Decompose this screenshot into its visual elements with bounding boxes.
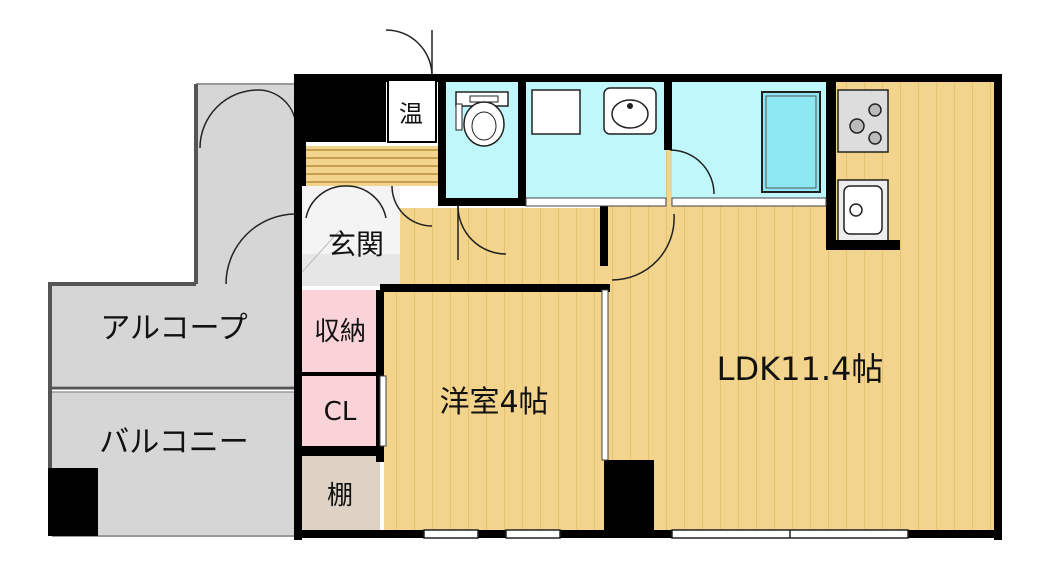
stove-icon [837,89,889,153]
windows [423,529,909,539]
alcove-label: アルコープ [100,311,247,346]
entrance-label: 玄関 [328,228,384,261]
water-heater-label: 温 [399,100,423,128]
ldk-label: LDK11.4帖 [717,350,884,388]
hall-floor [400,208,610,288]
storage-label: 収納 [314,317,366,347]
shelf-label: 棚 [327,481,353,511]
western-room-label: 洋室4帖 [439,385,548,420]
balcony-label: バルコニー [99,425,248,460]
entrance-step [300,254,400,286]
alcove-area [52,284,296,386]
closet-label: CL [324,397,357,427]
closet-area [300,376,380,446]
alcove-door-swing [199,89,259,149]
kitchen-sink-icon [837,179,889,243]
water-heater-box [387,79,437,143]
balcony-pillar [48,468,98,536]
bathtub-icon [761,91,821,193]
alcove-upper-area [196,84,296,284]
toilet-icon [455,91,509,147]
shelf-area [300,456,380,532]
western-room-floor [384,290,606,530]
sink-icon [531,87,657,135]
storage-area [300,290,380,374]
